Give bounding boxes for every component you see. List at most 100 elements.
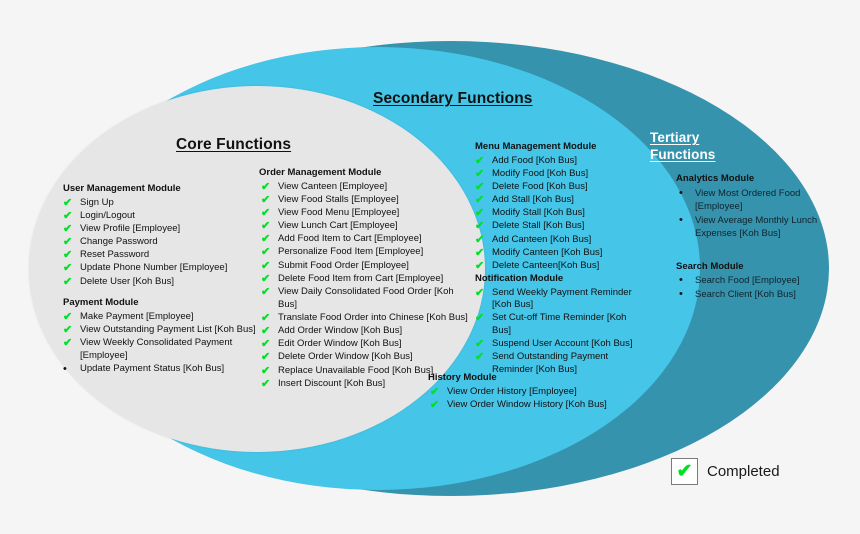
list-item-label: Make Payment [Employee] [80, 310, 194, 322]
bullet-icon: • [679, 288, 683, 301]
list-item-label: Delete Food [Koh Bus] [492, 180, 588, 192]
list-item: ✔ Delete Stall [Koh Bus] [472, 220, 647, 233]
list-item-label: Delete Canteen[Koh Bus] [492, 260, 600, 271]
check-icon: ✔ [261, 246, 271, 259]
list-item: ✔Translate Food Order into Chinese [Koh … [258, 312, 470, 325]
list-item: ✔Send Weekly Payment Reminder [Koh Bus] [472, 287, 647, 312]
list-item: ✔ Make Payment [Employee] [60, 311, 265, 324]
check-icon: ✔ [475, 233, 485, 246]
list-item: ✔View Food Stalls [Employee] [258, 194, 470, 207]
menu-management-module-list: ✔Add Food [Koh Bus]✔Modify Food [Koh Bus… [472, 155, 647, 273]
list-item: • View Most Ordered Food [Employee] [670, 187, 820, 214]
payment-module-list: ✔Make Payment [Employee]✔View Outstandin… [60, 311, 265, 376]
list-item-label: View Weekly Consolidated Payment [Employ… [80, 337, 233, 361]
order-management-module-heading: Order Management Module [259, 167, 382, 178]
list-item-label: View Order Window History [Koh Bus] [447, 398, 607, 410]
list-item: ✔Delete User [Koh Bus] [60, 276, 265, 289]
check-icon: ✔ [261, 377, 271, 390]
list-item: ✔Submit Food Order [Employee] [258, 260, 470, 273]
check-icon: ✔ [261, 180, 271, 193]
check-icon: ✔ [261, 351, 271, 364]
list-item-label: Personalize Food Item [Employee] [278, 246, 424, 258]
history-module-heading: History Module [428, 372, 497, 383]
check-icon: ✔ [475, 312, 485, 325]
list-item-label: Submit Food Order [Employee] [278, 259, 409, 271]
list-item-label: Add Order Window [Koh Bus] [278, 324, 403, 336]
list-item: ✔ Add Food Item to Cart [Employee] [258, 233, 470, 246]
list-item: ✔Modify Stall [Koh Bus] [472, 207, 647, 220]
user-management-module-list: ✔ Sign Up ✔ Login/Logout ✔View Profile [Empl… [60, 197, 265, 289]
list-item: ✔Suspend User Account [Koh Bus] [472, 338, 647, 351]
history-column: History Module ✔View Order History [Empl… [427, 372, 612, 412]
order-management-column: Order Management Module ✔ View Canteen [E… [258, 167, 470, 391]
notification-module-heading: Notification Module [475, 273, 564, 285]
list-item: ✔ Personalize Food Item [Employee] [258, 246, 470, 259]
list-item-label: View Most Ordered Food [Employee] [695, 187, 801, 212]
check-icon: ✔ [475, 220, 485, 233]
check-icon: ✔ [475, 351, 485, 364]
secondary-column: Menu Management Module ✔Add Food [Koh Bu… [472, 141, 647, 377]
list-item: ✔Replace Unavailable Food [Koh Bus] [258, 365, 470, 378]
list-item: ✔ Add Canteen [Koh Bus] [472, 234, 647, 247]
list-item: ✔Update Phone Number [Employee] [60, 262, 265, 275]
list-item-label: Edit Order Window [Koh Bus] [278, 338, 402, 350]
analytics-module-heading: Analytics Module [676, 173, 755, 184]
list-item-label: Delete Food Item from Cart [Employee] [278, 272, 444, 284]
list-item: ✔Edit Order Window [Koh Bus] [258, 338, 470, 351]
list-item-label: Search Food [Employee] [695, 275, 800, 287]
list-item-label: Delete Stall [Koh Bus] [492, 220, 585, 232]
check-icon: ✔ [475, 154, 485, 167]
list-item-label: Add Food Item to Cart [Employee] [278, 233, 422, 245]
list-item-label: Sign Up [80, 196, 114, 208]
list-item: ✔View Lunch Cart [Employee] [258, 220, 470, 233]
check-icon: ✔ [63, 310, 73, 323]
history-module-list: ✔View Order History [Employee]✔View Orde… [427, 386, 612, 412]
check-icon: ✔ [63, 196, 73, 209]
order-management-module-list: ✔ View Canteen [Employee] ✔View Food Stall… [258, 181, 470, 391]
list-item-label: Add Canteen [Koh Bus] [492, 233, 592, 245]
check-icon: ✔ [676, 461, 693, 482]
list-item: ✔ Delete Food [Koh Bus] [472, 181, 647, 194]
check-icon: ✔ [430, 385, 440, 398]
list-item-label: View Canteen [Employee] [278, 180, 388, 192]
search-module-heading: Search Module [676, 260, 744, 272]
check-icon: ✔ [63, 236, 73, 249]
list-item: ✔ Add Order Window [Koh Bus] [258, 325, 470, 338]
legend: ✔ Completed [671, 458, 780, 485]
core-functions-title: Core Functions [176, 136, 292, 153]
check-icon: ✔ [475, 260, 485, 272]
list-item: ✔View Profile [Employee] [60, 223, 265, 236]
check-icon: ✔ [475, 338, 485, 351]
list-item: ✔ Change Password [60, 236, 265, 249]
bullet-icon: • [63, 362, 67, 375]
list-item-label: Set Cut-off Time Reminder [Koh Bus] [492, 312, 627, 337]
list-item: ✔Delete Food Item from Cart [Employee] [258, 273, 470, 286]
list-item: ✔ Set Cut-off Time Reminder [Koh Bus] [472, 312, 647, 337]
check-icon: ✔ [63, 262, 73, 275]
list-item: ✔View Daily Consolidated Food Order [Koh… [258, 286, 470, 311]
list-item: •Search Food [Employee] [670, 274, 820, 287]
list-item-label: Update Payment Status [Koh Bus] [80, 362, 225, 374]
list-item-label: View Food Menu [Employee] [278, 206, 400, 218]
check-icon: ✔ [475, 180, 485, 193]
user-management-module-heading: User Management Module [63, 183, 181, 194]
tertiary-column: Analytics Module • View Most Ordered Food… [670, 173, 820, 302]
list-item-label: Login/Logout [80, 209, 135, 221]
list-item-label: Insert Discount [Koh Bus] [278, 377, 386, 389]
list-item: ✔Modify Food [Koh Bus] [472, 168, 647, 181]
list-item-label: Replace Unavailable Food [Koh Bus] [278, 364, 434, 376]
list-item: ✔ Delete Canteen[Koh Bus] [472, 260, 647, 273]
check-icon: ✔ [430, 398, 440, 411]
list-item: •View Average Monthly Lunch Expenses [Ko… [670, 214, 820, 241]
check-icon: ✔ [261, 233, 271, 246]
list-item: ✔ View Food Menu [Employee] [258, 207, 470, 220]
check-icon: ✔ [63, 249, 73, 262]
list-item-label: Send Outstanding Payment Reminder [Koh B… [492, 351, 609, 376]
check-icon: ✔ [261, 324, 271, 337]
check-icon: ✔ [261, 206, 271, 219]
tertiary-functions-title: Tertiary Functions [650, 130, 716, 162]
list-item-label: Send Weekly Payment Reminder [Koh Bus] [492, 286, 632, 311]
bullet-icon: • [679, 186, 683, 199]
list-item-label: Change Password [80, 236, 158, 248]
